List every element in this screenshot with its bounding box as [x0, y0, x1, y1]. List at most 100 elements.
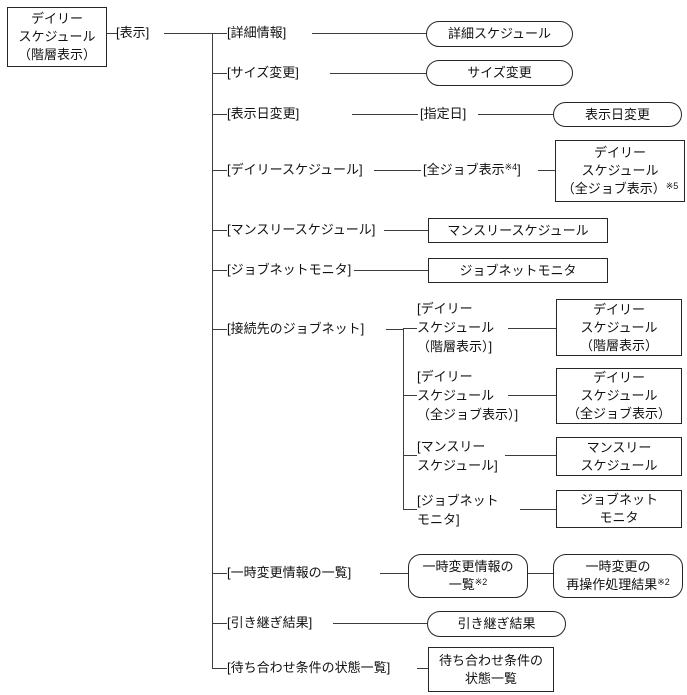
node-label: 一覧※2: [449, 576, 488, 595]
child-label-line: [デイリー: [417, 369, 473, 384]
root-node-line: デイリー: [30, 11, 83, 26]
connector: [212, 270, 227, 271]
connector: [312, 33, 426, 34]
node-daily-schedule-all-jobs: デイリー スケジュール （全ジョブ表示）※5: [555, 140, 685, 202]
node-temp-change-list: 一時変更情報の 一覧※2: [408, 554, 528, 598]
branch-label-daily-schedule: [デイリースケジュール]: [227, 162, 363, 177]
menu-label-display: [表示]: [116, 25, 150, 40]
child-label-line: モニタ]: [417, 512, 460, 527]
connector: [528, 573, 553, 574]
connector: [212, 668, 227, 669]
connector: [403, 395, 417, 396]
mid-label-text: [全ジョブ表示: [423, 162, 505, 177]
connector: [478, 114, 553, 115]
node-label-text: 再操作処理結果: [566, 576, 658, 592]
branch-label-temp-change-list: [一時変更情報の一覧]: [227, 565, 352, 580]
connector: [508, 328, 556, 329]
node-jobnet-monitor-connected: ジョブネット モニタ: [556, 490, 682, 528]
node-label: スケジュール: [580, 319, 658, 335]
node-label: 一時変更の: [585, 558, 651, 574]
branch-label-connected-jobnet: [接続先のジョブネット]: [227, 321, 365, 336]
node-label-text: （全ジョブ表示）: [561, 180, 666, 196]
branch-label-detail-info: [詳細情報]: [227, 25, 287, 40]
child-label-daily-all-jobs: [デイリー スケジュール （全ジョブ表示）]: [417, 367, 518, 424]
connector: [212, 573, 227, 574]
connector: [107, 33, 117, 34]
footnote-ref: ※2: [474, 576, 488, 587]
connector: [164, 33, 227, 34]
node-daily-schedule-hierarchy: デイリー スケジュール （階層表示）: [556, 299, 682, 356]
mid-label-all-jobs-display: [全ジョブ表示※4]: [423, 161, 521, 180]
connector: [212, 329, 227, 330]
node-label: スケジュール: [581, 162, 659, 178]
node-jobnet-monitor: ジョブネットモニタ: [428, 258, 608, 283]
node-label: 待ち合わせ条件の: [438, 652, 543, 668]
node-label: スケジュール: [580, 388, 658, 403]
child-label-line: スケジュール: [417, 320, 495, 335]
node-label-text: 一覧: [448, 576, 475, 592]
root-node-line: （階層表示）: [17, 47, 96, 62]
child-label-jobnet-monitor: [ジョブネット モニタ]: [417, 491, 499, 529]
node-label: 一時変更情報の: [422, 558, 514, 574]
node-label: 状態一覧: [464, 670, 517, 686]
connector: [333, 623, 427, 624]
node-detail-schedule: 詳細スケジュール: [426, 21, 573, 47]
connector: [505, 455, 556, 456]
connector: [212, 73, 227, 74]
branch-label-resize: [サイズ変更]: [227, 65, 299, 80]
node-wait-condition-list: 待ち合わせ条件の 状態一覧: [428, 647, 554, 692]
node-monthly-schedule: マンスリースケジュール: [428, 218, 608, 243]
footnote-ref: ※2: [657, 576, 670, 587]
connector: [374, 170, 421, 171]
node-takeover-result: 引き継ぎ結果: [427, 611, 566, 637]
connector: [384, 230, 428, 231]
node-monthly-schedule-connected: マンスリー スケジュール: [556, 437, 682, 476]
connector: [403, 509, 417, 510]
child-label-line: スケジュール: [417, 388, 495, 403]
node-label: 詳細スケジュール: [447, 26, 552, 41]
connector: [212, 170, 227, 171]
connector: [508, 395, 556, 396]
connector: [403, 455, 417, 456]
connector: [330, 73, 426, 74]
connector: [520, 509, 556, 510]
root-node-daily-schedule-hierarchy: デイリー スケジュール （階層表示）: [7, 7, 107, 67]
node-label: サイズ変更: [467, 65, 532, 80]
child-label-daily-hierarchy: [デイリー スケジュール （階層表示）]: [417, 299, 494, 356]
connector: [538, 170, 555, 171]
child-label-line: スケジュール]: [417, 458, 498, 473]
child-label-line: （全ジョブ表示）]: [417, 407, 519, 422]
child-label-monthly: [マンスリー スケジュール]: [417, 437, 498, 475]
node-label: マンスリースケジュール: [447, 222, 589, 238]
branch-label-change-display-date: [表示日変更]: [227, 106, 300, 121]
node-daily-schedule-all-jobs-connected: デイリー スケジュール （全ジョブ表示）: [556, 368, 682, 424]
node-label: モニタ: [599, 510, 639, 525]
node-label: （全ジョブ表示）※5: [562, 180, 679, 199]
node-label: デイリー: [592, 301, 645, 317]
node-change-display-date: 表示日変更: [553, 102, 682, 127]
node-label: （全ジョブ表示）: [566, 406, 671, 421]
branch-label-jobnet-monitor: [ジョブネットモニタ]: [227, 262, 352, 277]
footnote-ref: ※5: [665, 180, 679, 191]
connector: [212, 230, 227, 231]
node-label: 再操作処理結果※2: [566, 576, 670, 595]
connector: [352, 114, 418, 115]
child-label-line: （階層表示）]: [417, 339, 493, 354]
node-label: 引き継ぎ結果: [457, 616, 536, 631]
node-label: デイリー: [593, 144, 646, 160]
node-temp-change-rerun-result: 一時変更の 再操作処理結果※2: [553, 554, 683, 598]
node-label: デイリー: [592, 370, 645, 385]
connector: [417, 668, 428, 669]
branch-label-wait-condition-list: [待ち合わせ条件の状態一覧]: [227, 660, 391, 675]
branch-label-monthly-schedule: [マンスリースケジュール]: [227, 222, 376, 237]
node-label: マンスリー: [586, 439, 652, 455]
mid-label-text: ]: [517, 162, 521, 177]
connector: [380, 573, 408, 574]
sub-trunk-line: [403, 328, 404, 510]
node-resize: サイズ変更: [426, 60, 573, 86]
child-label-line: [マンスリー: [417, 439, 486, 454]
child-label-line: [デイリー: [417, 301, 473, 316]
connector: [386, 329, 403, 330]
main-trunk-line: [212, 33, 213, 669]
